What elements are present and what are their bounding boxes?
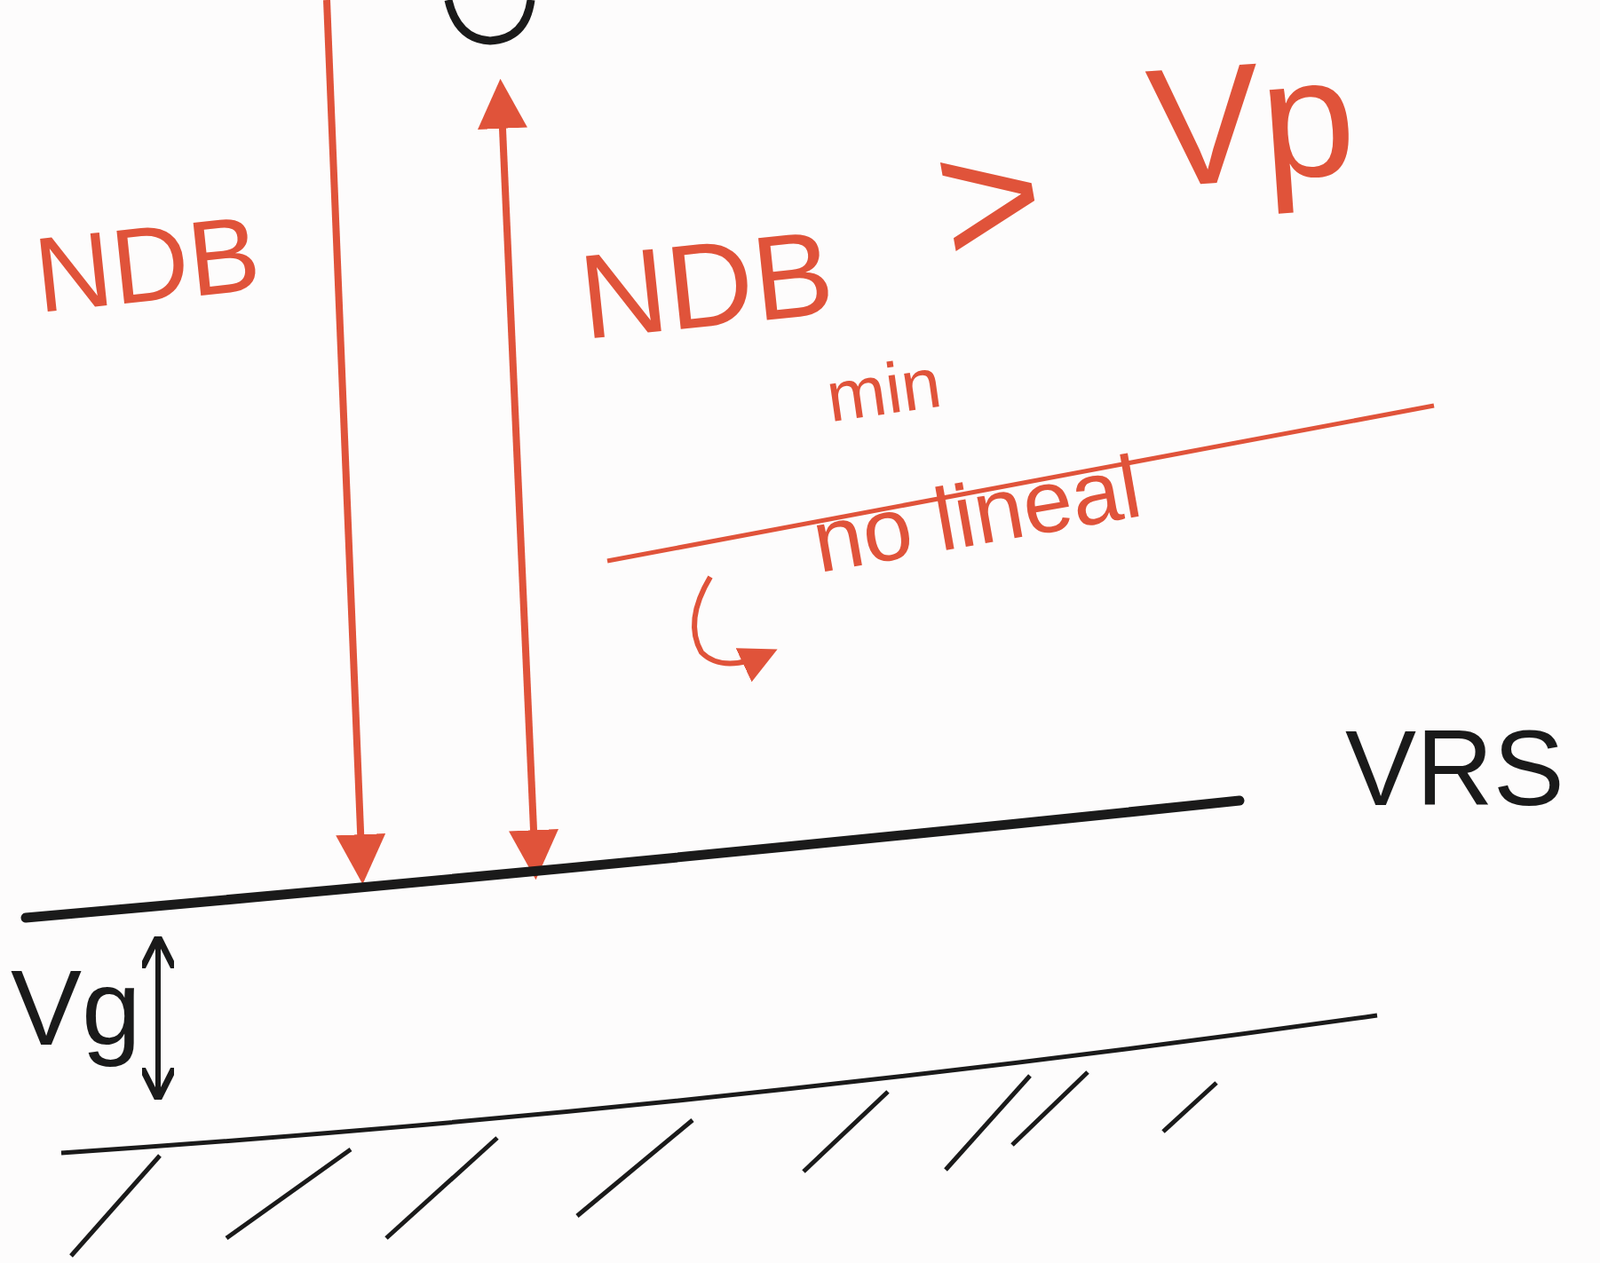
ndb-label: NDB <box>29 198 265 329</box>
v-arrow <box>155 942 161 1094</box>
ndb-arrow <box>326 0 363 875</box>
vp-label: Vp <box>1142 30 1361 214</box>
hook-arrow <box>694 577 771 665</box>
ground-hatch <box>71 1072 1217 1257</box>
ndb-label: NDB <box>574 212 840 358</box>
circle-symbol <box>448 0 531 41</box>
ground-line <box>61 1015 1378 1154</box>
v-label: Vg <box>10 954 142 1062</box>
note-label: no lineal <box>806 441 1148 587</box>
min-subscript: min <box>822 347 946 434</box>
vrs-line <box>25 800 1240 919</box>
ndb-min-arrow <box>500 88 536 871</box>
greater-than: > <box>923 100 1057 294</box>
vrs-label: VRS <box>1345 714 1565 822</box>
